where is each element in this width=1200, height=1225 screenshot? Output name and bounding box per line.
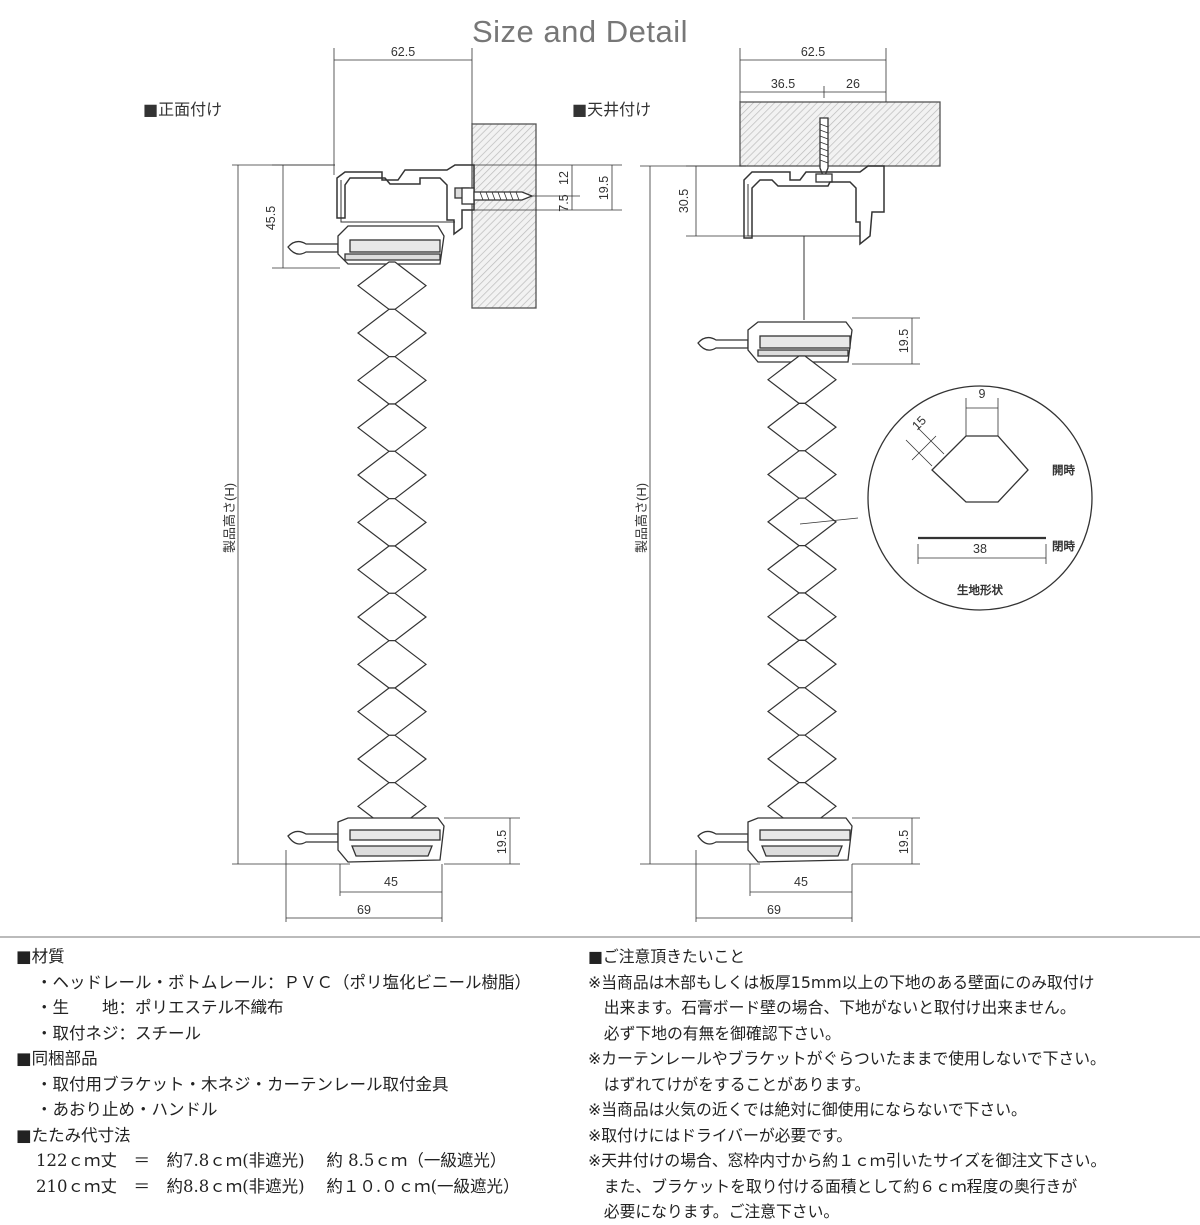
- ceiling-block: [739, 101, 941, 167]
- bundled-item: ・あおり止め・ハンドル: [36, 1100, 218, 1119]
- head-rail-ceiling: [743, 165, 885, 246]
- detail-dim-38: 38: [973, 542, 987, 556]
- wall-block: [471, 123, 537, 309]
- fabric-shape-detail: [867, 385, 1093, 611]
- front-view: [232, 48, 622, 922]
- honeycomb-cell: [357, 450, 427, 500]
- caution-note: 必ず下地の有無を御確認下さい。: [588, 1023, 841, 1043]
- honeycomb-cell: [767, 592, 837, 641]
- info-right-column: ■ご注意頂きたいこと ※当商品は木部もしくは板厚15mm以上の下地のある壁面にの…: [588, 944, 1194, 1225]
- honeycomb-cell: [357, 640, 427, 689]
- ceiling-view: [640, 48, 941, 922]
- honeycomb-cell: [357, 498, 427, 547]
- ceiling-dim-19-5-bottom: 19.5: [897, 830, 911, 854]
- bundled-item: ・取付用ブラケット・木ネジ・カーテンレール取付金具: [36, 1074, 449, 1094]
- honeycomb-cell: [357, 308, 427, 358]
- honeycomb-cell: [767, 687, 837, 736]
- ceiling-dim-mid: 19.5: [897, 329, 911, 353]
- materials-heading: ■材質: [16, 947, 65, 966]
- front-dim-45: 45: [384, 875, 398, 889]
- caution-note: はずれてけがをすることがあります。: [588, 1074, 871, 1094]
- front-dim-19-5-bottom: 19.5: [495, 830, 509, 854]
- front-mount-label: ■正面付け: [143, 100, 223, 119]
- honeycomb-cell: [357, 592, 427, 642]
- size-detail-diagram: Size and Detail ■正面付け ■天井付け: [143, 14, 1093, 922]
- front-dim-height: 製品高さ(H): [222, 483, 237, 553]
- front-dim-12: 12: [557, 171, 571, 185]
- honeycomb-cell: [357, 687, 427, 736]
- ceiling-dim-head-height: 30.5: [677, 189, 691, 213]
- info-left-column: ■材質 ・ヘッドレール・ボトムレール：ＰＶＣ（ポリ塩化ビニール樹脂） ・生 地：…: [16, 944, 586, 1199]
- folded-heading: ■たたみ代寸法: [16, 1125, 131, 1145]
- caution-note: 出来ます。石膏ボード壁の場合、下地がないと取付け出来ません。: [588, 998, 1076, 1017]
- honeycomb-cell: [357, 403, 427, 452]
- honeycomb-cell: [357, 734, 427, 784]
- honeycomb-cell: [357, 545, 427, 594]
- wall-screw: [461, 187, 534, 205]
- bottom-rail-front: [287, 817, 445, 863]
- front-dim-19-5-top: 19.5: [597, 176, 611, 200]
- ceiling-dim-height: 製品高さ(H): [634, 483, 649, 553]
- honeycomb-cell: [767, 450, 837, 499]
- front-dim-head-height: 45.5: [264, 206, 278, 230]
- page-title: Size and Detail: [471, 14, 688, 49]
- ceiling-dim-26: 26: [846, 77, 860, 91]
- bottom-rail-ceiling: [697, 817, 853, 863]
- caution-note: ※天井付けの場合、窓枠内寸から約１ｃｍ引いたサイズを御注文下さい。: [588, 1151, 1107, 1170]
- honeycomb-cell: [767, 355, 837, 404]
- open-cell-shape: [931, 435, 1029, 503]
- caution-note: 必要になります。ご注意下さい。: [588, 1202, 840, 1221]
- honeycomb-cell: [767, 402, 837, 452]
- folded-item: 210ｃｍ丈 ＝ 約8.8ｃｍ(非遮光) 約１０.０ｃｍ(一級遮光）: [36, 1176, 520, 1196]
- ceiling-dim-36-5: 36.5: [771, 77, 795, 91]
- detail-circle: [867, 385, 1093, 611]
- detail-dim-9: 9: [979, 387, 986, 401]
- bundled-heading: ■同梱部品: [16, 1049, 98, 1068]
- detail-caption: 生地形状: [957, 583, 1003, 597]
- material-item: ・ヘッドレール・ボトムレール：ＰＶＣ（ポリ塩化ビニール樹脂）: [36, 972, 531, 992]
- caution-note: ※カーテンレールやブラケットがぐらついたままで使用しないで下さい。: [588, 1049, 1106, 1068]
- honeycomb-cell: [767, 497, 837, 547]
- head-rail: [336, 164, 475, 236]
- ceiling-dim-width: 62.5: [801, 45, 825, 59]
- folded-item: 122ｃｍ丈 ＝ 約7.8ｃｍ(非遮光) 約 8.5ｃｍ（一級遮光）: [36, 1151, 507, 1170]
- top-carrier-rail: [287, 225, 445, 265]
- material-item: ・取付ネジ：スチール: [36, 1023, 201, 1043]
- technical-drawing: 62.5 45.5 7.5 12 19.5 製品高さ(H) 19.5 45 69…: [222, 45, 1093, 922]
- honeycomb-cells-ceiling: [767, 355, 837, 831]
- caution-heading: ■ご注意頂きたいこと: [588, 947, 746, 966]
- honeycomb-cell: [767, 734, 837, 784]
- mid-carrier-rail: [697, 321, 853, 363]
- caution-note: ※取付けにはドライバーが必要です。: [588, 1125, 853, 1145]
- caution-note: ※当商品は木部もしくは板厚15mm以上の下地のある壁面にのみ取付け: [588, 972, 1095, 992]
- ceiling-screw: [815, 117, 833, 183]
- ceiling-mount-label: ■天井付け: [572, 100, 652, 119]
- caution-note: ※当商品は火気の近くでは絶対に御使用にならないで下さい。: [588, 1100, 1027, 1119]
- ceiling-dim-45: 45: [794, 875, 808, 889]
- honeycomb-cell: [767, 545, 837, 594]
- honeycomb-cell: [357, 261, 427, 310]
- front-dim-7-5: 7.5: [557, 194, 571, 211]
- honeycomb-cell: [767, 639, 837, 689]
- caution-note: また、ブラケットを取り付ける面積として約６ｃｍ程度の奥行きが: [588, 1176, 1078, 1196]
- ceiling-dim-69: 69: [767, 903, 781, 917]
- detail-open-label: 開時: [1052, 463, 1075, 477]
- honeycomb-cell: [357, 356, 427, 405]
- front-dim-69: 69: [357, 903, 371, 917]
- detail-closed-label: 閉時: [1052, 539, 1075, 553]
- material-item: ・生 地：ポリエステル不織布: [36, 998, 284, 1017]
- honeycomb-cells-front: [357, 261, 427, 831]
- section-divider: [0, 936, 1200, 938]
- detail-dim-15: 15: [909, 413, 929, 433]
- front-dim-width: 62.5: [391, 45, 415, 59]
